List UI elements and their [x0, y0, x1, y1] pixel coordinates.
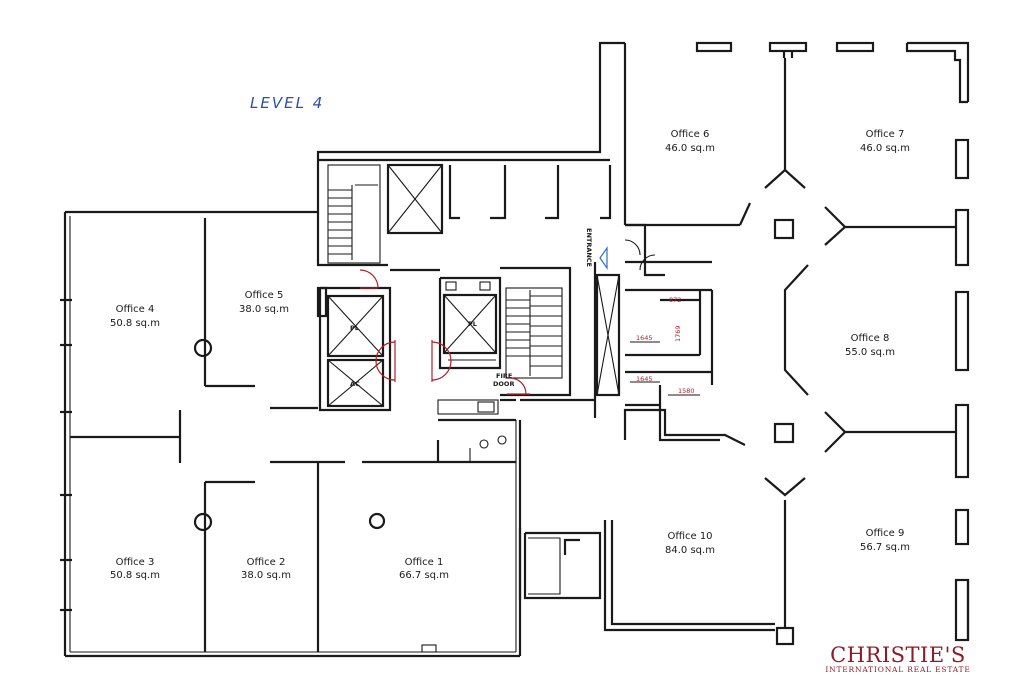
office-9-name: Office 9 [866, 528, 905, 539]
fire-door-label-line-2: DOOR [493, 380, 514, 388]
office-2-area: 38.0 sq.m [241, 570, 291, 581]
lift-label-pl-2: PL [468, 320, 477, 328]
dimension-label-4: 1645 [636, 375, 653, 383]
lift-label-ac: AC [350, 380, 360, 388]
office-7-area: 46.0 sq.m [860, 143, 910, 154]
office-5-area: 38.0 sq.m [239, 304, 289, 315]
entrance-label: ENTRANCE [585, 228, 593, 267]
office-5-name: Office 5 [245, 290, 284, 301]
office-9-area: 56.7 sq.m [860, 542, 910, 553]
office-labels: Office 1 66.7 sq.m Office 2 38.0 sq.m Of… [110, 129, 910, 581]
brand-tagline: INTERNATIONAL REAL ESTATE [825, 665, 970, 674]
dimension-label-5: 1580 [678, 387, 695, 395]
office-4-name: Office 4 [116, 304, 155, 315]
level-title: LEVEL 4 [250, 94, 324, 112]
office-1-name: Office 1 [405, 557, 444, 568]
christies-logo: CHRISTIE'S INTERNATIONAL REAL ESTATE [825, 643, 970, 674]
office-6-area: 46.0 sq.m [665, 143, 715, 154]
dimension-label-1: 872 [669, 296, 681, 304]
office-8-name: Office 8 [851, 333, 890, 344]
office-10-name: Office 10 [667, 531, 712, 542]
dimension-label-2: 1645 [636, 334, 653, 342]
dimension-label-3: 1769 [674, 325, 682, 342]
office-1-area: 66.7 sq.m [399, 570, 449, 581]
office-3-name: Office 3 [116, 557, 155, 568]
office-4-area: 50.8 sq.m [110, 318, 160, 329]
office-2-name: Office 2 [247, 557, 286, 568]
door-swings [359, 269, 530, 395]
office-10-area: 84.0 sq.m [665, 545, 715, 556]
building-core: PL AC PL [316, 158, 621, 600]
office-7-name: Office 7 [866, 129, 905, 140]
brand-name: CHRISTIE'S [830, 643, 966, 667]
west-wing-partitions [70, 218, 516, 653]
office-3-area: 50.8 sq.m [110, 570, 160, 581]
office-6-name: Office 6 [671, 129, 710, 140]
east-wing-walls [599, 41, 970, 646]
fire-door-label-line-1: FIRE [496, 372, 512, 380]
office-8-area: 55.0 sq.m [845, 347, 895, 358]
lift-label-pl-1: PL [350, 324, 359, 332]
